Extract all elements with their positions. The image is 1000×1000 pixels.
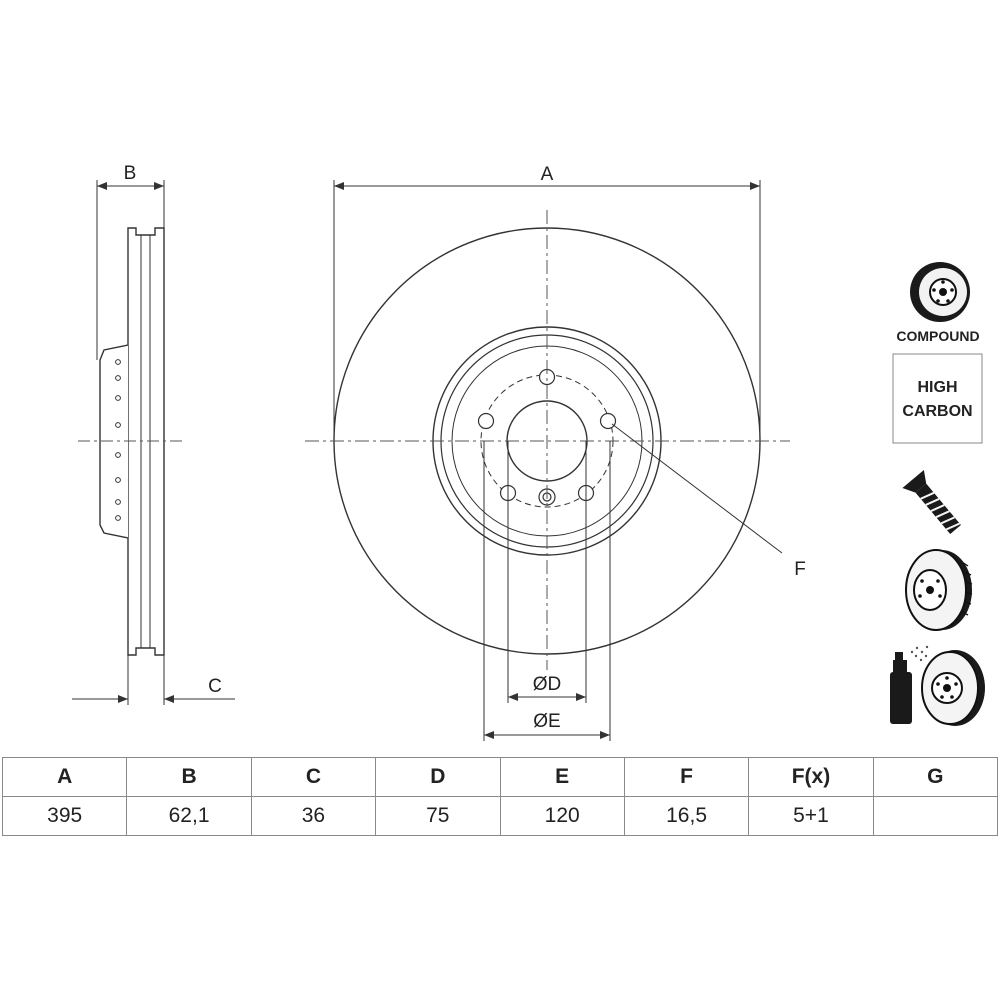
label-a: A (541, 164, 554, 185)
vented-disc-icon (905, 549, 973, 631)
value-e: 120 (499, 796, 625, 836)
label-c: C (208, 676, 222, 697)
dimension-d (507, 441, 587, 703)
compound-label: COMPOUND (896, 328, 979, 344)
screw-icon (902, 469, 961, 535)
header-b: B (126, 757, 252, 797)
header-d: D (375, 757, 501, 797)
label-e: ØE (533, 711, 560, 732)
disc-side-view (99, 227, 165, 656)
high-carbon-badge (892, 353, 983, 444)
value-g (872, 796, 999, 836)
value-d: 75 (375, 796, 501, 836)
spec-table: A B C D E F F(x) G 395 62,1 36 75 120 16… (1, 757, 999, 836)
front-center-lines (305, 210, 790, 670)
high-carbon-line2: CARBON (902, 403, 972, 420)
header-e: E (499, 757, 625, 797)
value-a: 395 (1, 796, 128, 836)
high-carbon-line1: HIGH (918, 379, 958, 396)
coating-spray-icon (890, 645, 985, 726)
header-a: A (1, 757, 128, 797)
header-g: G (872, 757, 999, 797)
spec-value-row: 395 62,1 36 75 120 16,5 5+1 (1, 796, 999, 836)
value-b: 62,1 (126, 796, 252, 836)
header-fx: F(x) (748, 757, 874, 797)
header-f: F (623, 757, 750, 797)
spec-header-row: A B C D E F F(x) G (1, 757, 999, 797)
brake-disc-drawing: B C A F (72, 163, 985, 741)
value-f: 16,5 (623, 796, 750, 836)
dimension-e (483, 441, 611, 741)
label-f: F (794, 559, 806, 580)
value-c: 36 (250, 796, 377, 836)
dimension-b (96, 180, 165, 360)
header-c: C (250, 757, 377, 797)
dimension-a (333, 180, 761, 440)
dimension-c (72, 655, 235, 705)
leader-f (611, 423, 783, 554)
label-d: ØD (533, 674, 562, 695)
label-b: B (124, 163, 137, 184)
value-fx: 5+1 (748, 796, 874, 836)
compound-disc-icon (910, 262, 970, 322)
